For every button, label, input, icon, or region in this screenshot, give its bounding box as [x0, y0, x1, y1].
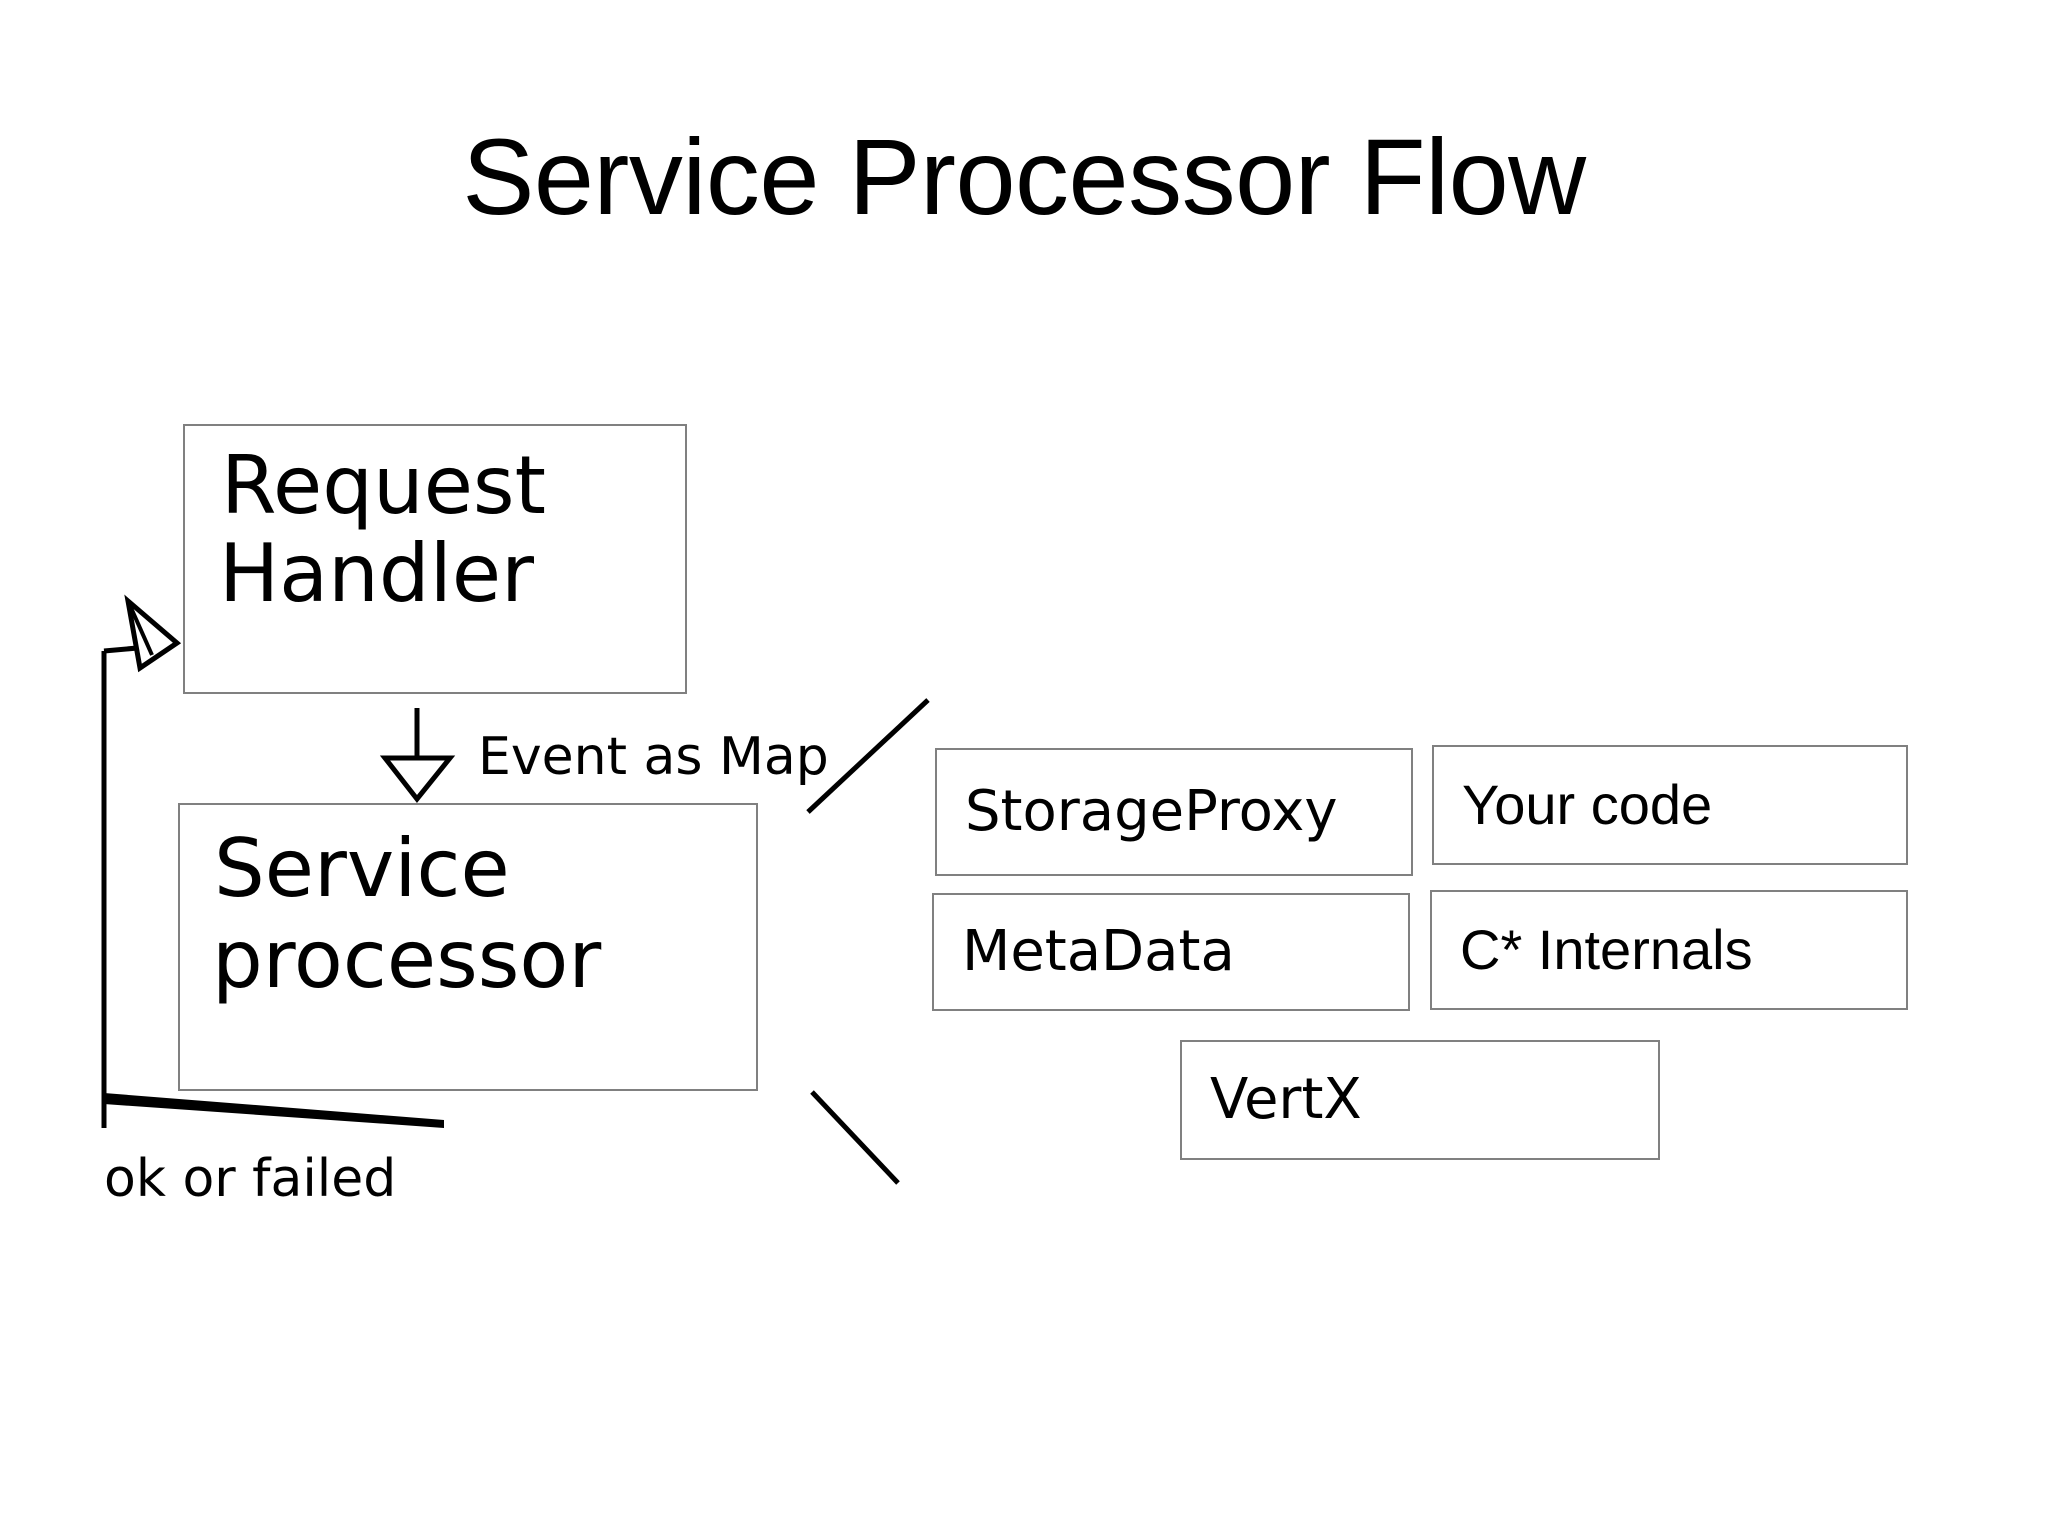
node-request-handler-line1: Request	[221, 439, 546, 532]
ok-or-failed-stem	[103, 643, 161, 654]
node-storage-proxy-label: StorageProxy	[965, 779, 1338, 844]
connector-label-ok-or-failed: ok or failed	[104, 1149, 397, 1209]
node-metadata[interactable]: MetaData	[932, 893, 1410, 1011]
node-c-internals-label: C* Internals	[1460, 918, 1753, 981]
node-c-internals[interactable]: C* Internals	[1430, 890, 1908, 1010]
node-service-processor-line1: Service	[214, 822, 510, 915]
event-as-map-arrowhead-icon	[379, 755, 456, 804]
node-your-code[interactable]: Your code	[1432, 745, 1908, 865]
page-title: Service Processor Flow	[462, 116, 1586, 237]
node-vertx[interactable]: VertX	[1180, 1040, 1660, 1160]
node-service-processor[interactable]: Service	[178, 803, 758, 1091]
ok-or-failed-wedge	[104, 1093, 444, 1128]
node-your-code-label: Your code	[1462, 773, 1713, 836]
callout-line-lower	[810, 1090, 900, 1185]
connector-label-event-as-map: Event as Map	[478, 727, 829, 787]
ok-or-failed-arrowhead-vein	[126, 600, 154, 656]
node-request-handler[interactable]: Request	[183, 424, 687, 694]
connector-event-as-map	[379, 708, 456, 804]
node-vertx-label: VertX	[1210, 1067, 1362, 1132]
ok-or-failed-arrowhead-icon	[124, 594, 182, 673]
node-metadata-label: MetaData	[962, 919, 1235, 984]
node-storage-proxy[interactable]: StorageProxy	[935, 748, 1413, 876]
